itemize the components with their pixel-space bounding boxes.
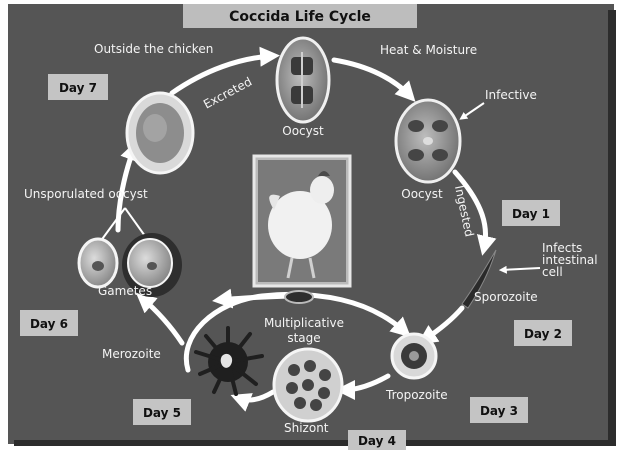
svg-text:Day 2: Day 2 [524, 327, 562, 341]
day6-box: Day 6 [20, 310, 78, 336]
unsporulated-oocyst-image [127, 93, 193, 173]
label-multiplicative-line2: stage [287, 331, 320, 345]
svg-text:Day 5: Day 5 [143, 406, 181, 420]
multiplicative-stage-image [285, 291, 313, 303]
svg-text:Day 3: Day 3 [480, 404, 518, 418]
svg-text:Day 6: Day 6 [30, 317, 68, 331]
svg-text:Day 4: Day 4 [358, 434, 396, 448]
svg-text:Day 1: Day 1 [512, 207, 550, 221]
chicken-photo [254, 156, 350, 286]
label-infects-line3: cell [542, 265, 563, 279]
label-oocyst-top: Oocyst [282, 124, 324, 138]
day5-box: Day 5 [133, 399, 191, 425]
label-outside-chicken: Outside the chicken [94, 42, 213, 56]
label-unsporulated-oocyst: Unsporulated oocyst [24, 187, 148, 201]
label-heat-moisture: Heat & Moisture [380, 43, 477, 57]
day3-box: Day 3 [470, 397, 528, 423]
label-merozoite: Merozoite [102, 347, 161, 361]
shizont-image [274, 349, 342, 421]
label-sporozoite: Sporozoite [474, 290, 538, 304]
oocyst-right-image [396, 100, 460, 182]
diagram-title: Coccida Life Cycle [229, 9, 371, 25]
label-tropozoite: Tropozoite [385, 388, 448, 402]
day1-box: Day 1 [502, 200, 560, 226]
day4-box: Day 4 [348, 430, 406, 450]
tropozoite-image [392, 334, 436, 378]
label-multiplicative-line1: Multiplicative [264, 316, 344, 330]
svg-text:Day 7: Day 7 [59, 81, 97, 95]
label-infective: Infective [485, 88, 537, 102]
label-gametes: Gametes [98, 284, 152, 298]
day7-box: Day 7 [48, 74, 108, 100]
oocyst-top-image [277, 38, 329, 122]
gamete-small-image [79, 239, 117, 287]
label-oocyst-right: Oocyst [401, 187, 443, 201]
day2-box: Day 2 [514, 320, 572, 346]
label-shizont: Shizont [284, 421, 329, 435]
